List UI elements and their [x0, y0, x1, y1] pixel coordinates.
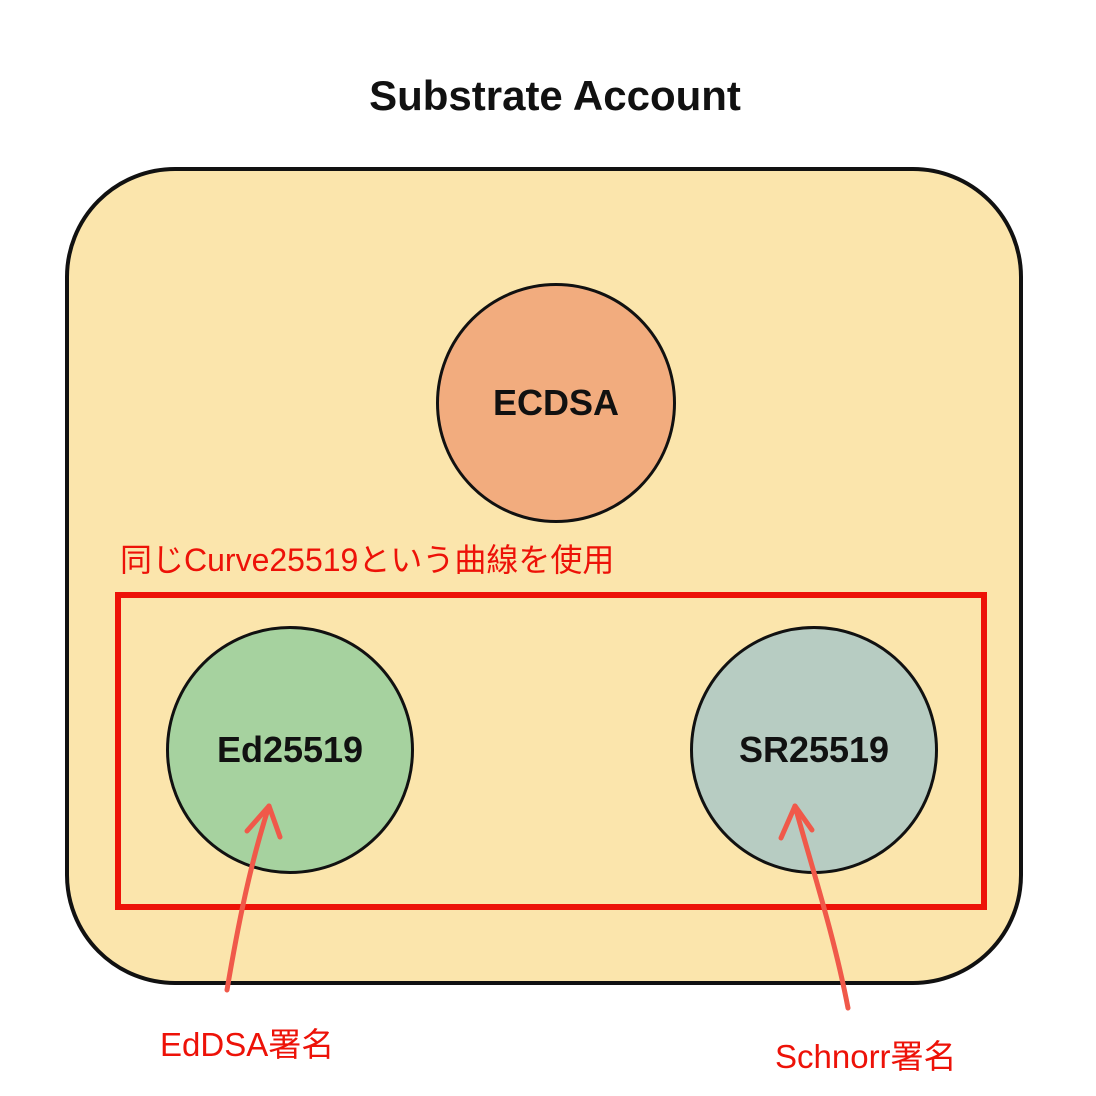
node-ecdsa-label: ECDSA: [492, 382, 620, 423]
node-ed25519-label: Ed25519: [216, 729, 364, 770]
node-ed25519: Ed25519: [166, 626, 414, 874]
curve25519-note: 同じCurve25519という曲線を使用: [120, 542, 615, 578]
node-sr25519-label: SR25519: [738, 729, 890, 770]
node-ecdsa: ECDSA: [436, 283, 676, 523]
curve25519-highlight-rect: [115, 592, 987, 910]
diagram-title: Substrate Account: [369, 72, 741, 119]
node-sr25519: SR25519: [690, 626, 938, 874]
eddsa-signature-label: EdDSA署名: [160, 1026, 335, 1063]
schnorr-signature-label: Schnorr署名: [775, 1038, 957, 1075]
